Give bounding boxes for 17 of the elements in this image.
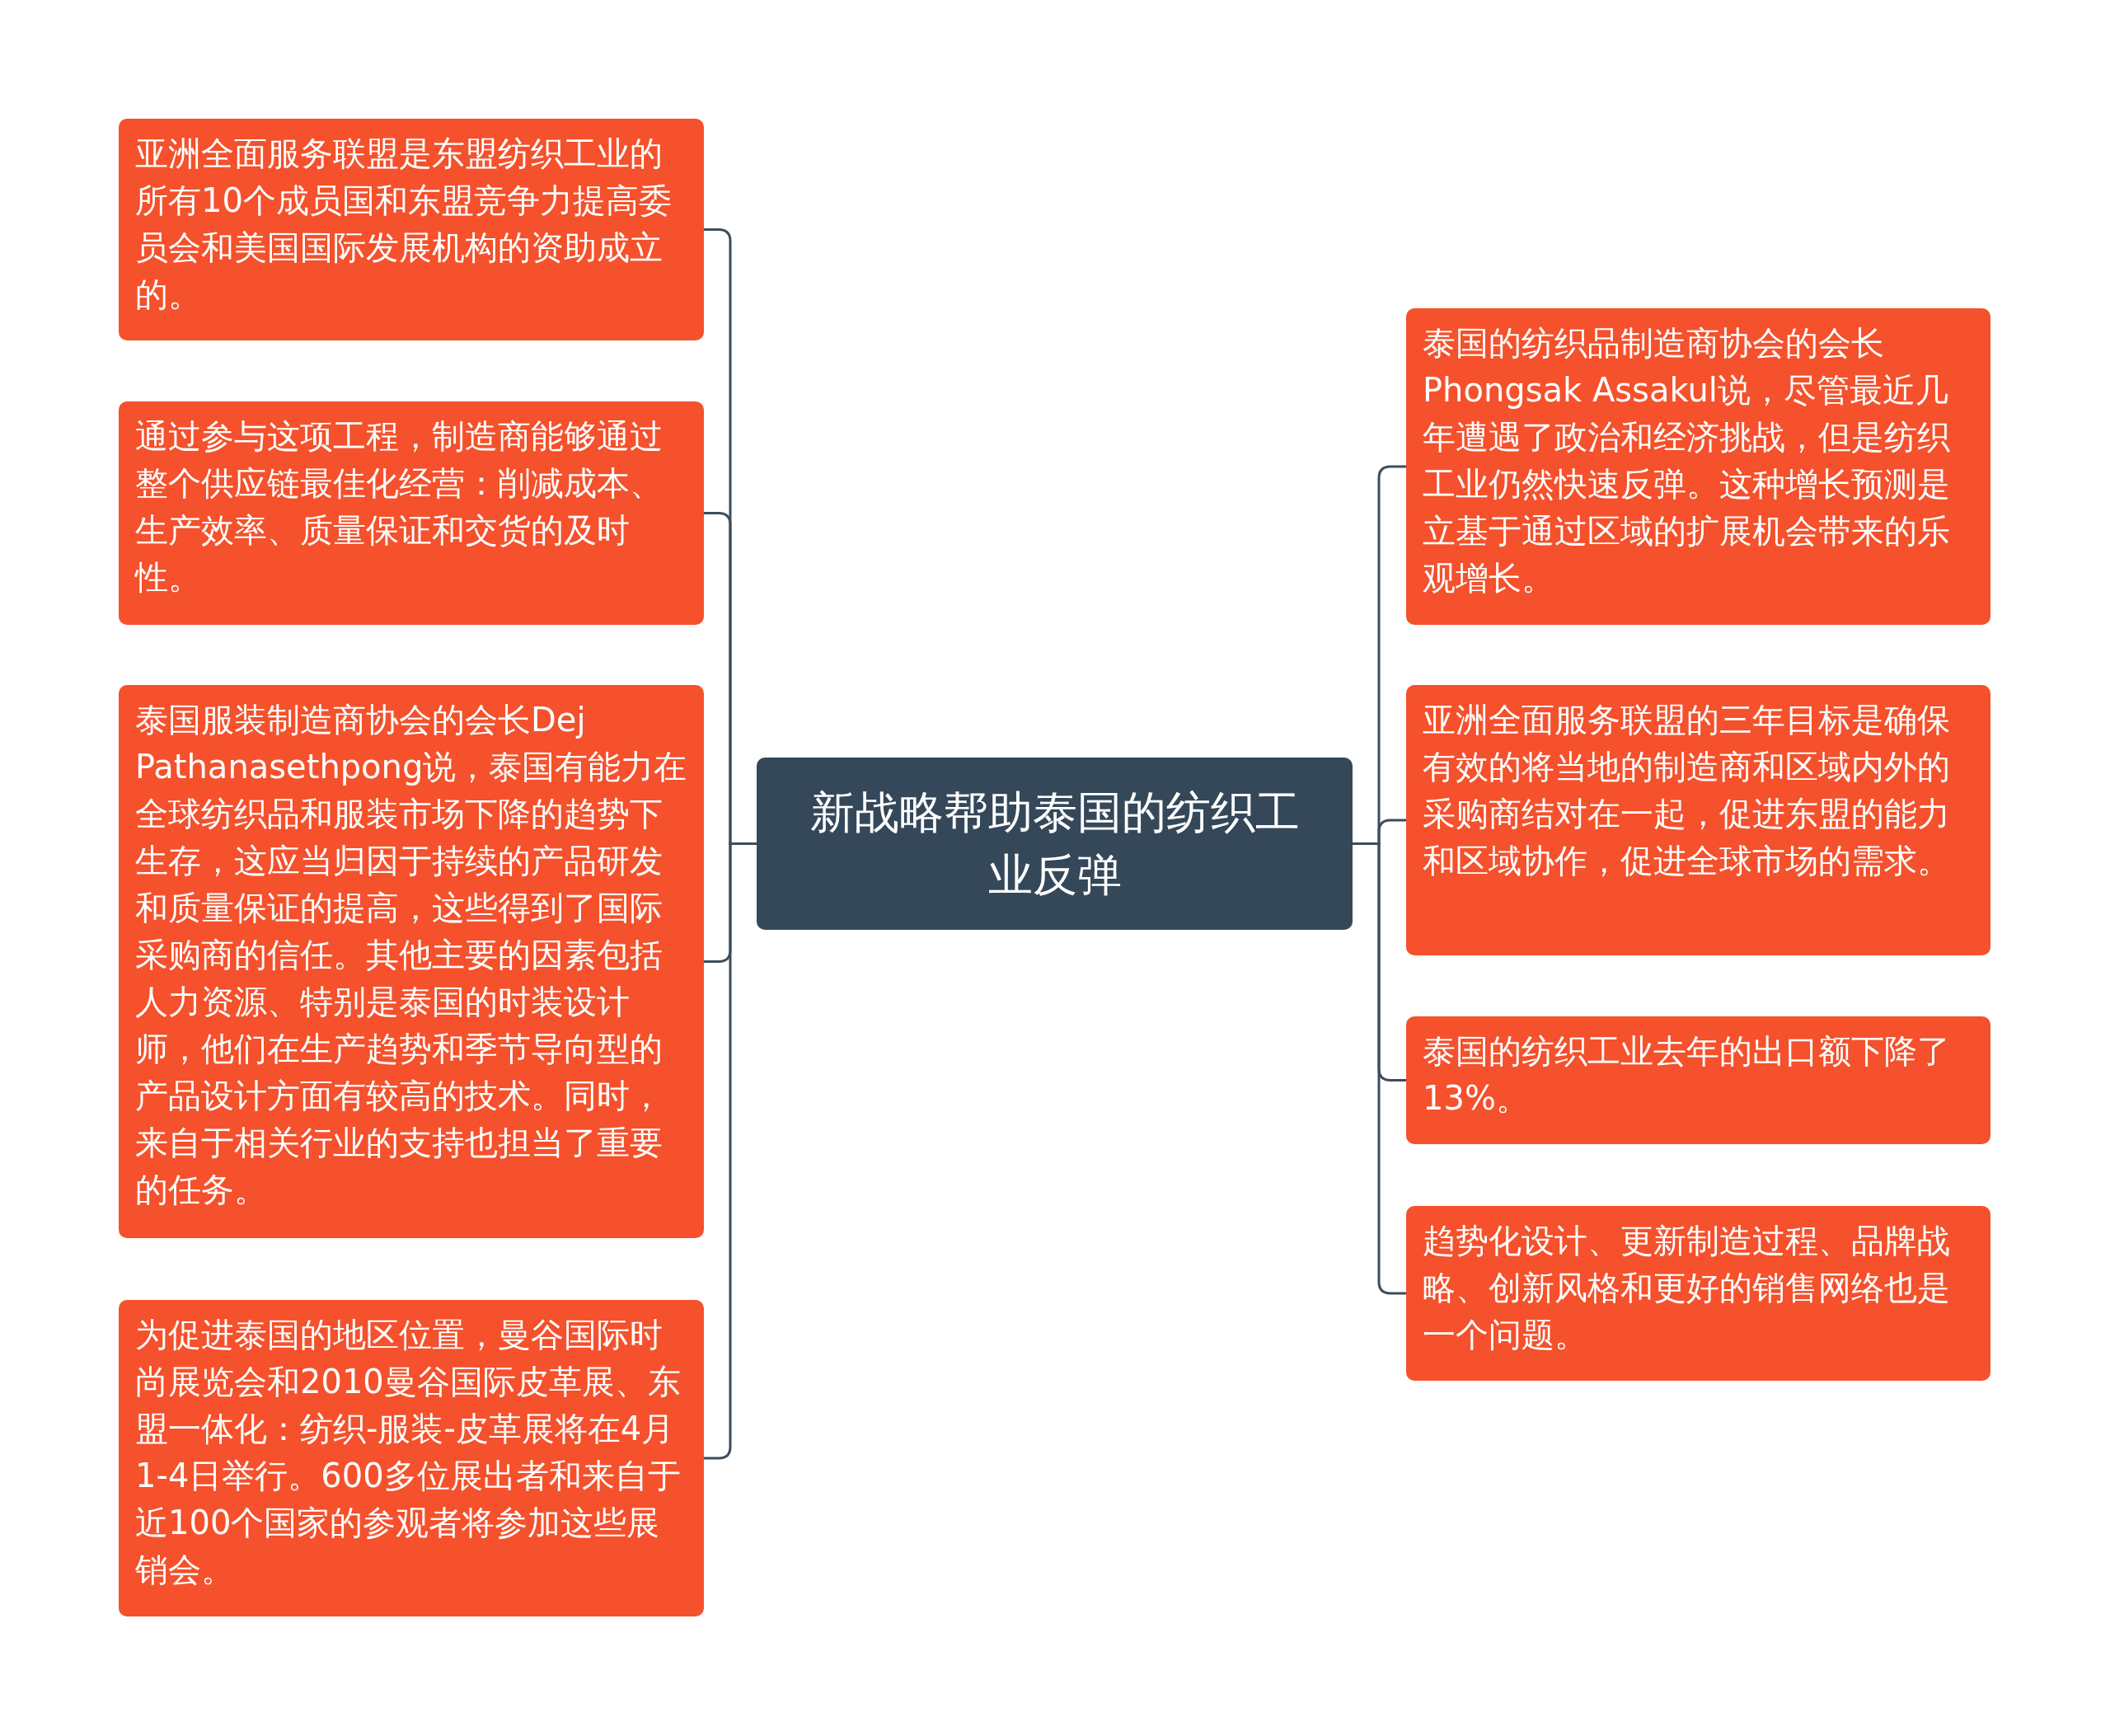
node-text: 通过参与这项工程，制造商能够通过整个供应链最佳化经营：削减成本、生产效率、质量保证和交货的及时性。: [135, 417, 663, 596]
note-box: [1406, 685, 1990, 955]
node-text: 为促进泰国的地区位置，曼谷国际时尚展览会和2010曼谷国际皮革展、东盟一体化：纺织-服装-皮革展将在4月1-4日举行。600多位展出者和来自于近100个国家的参观者将参加这些展销会。: [135, 1316, 681, 1588]
note-box: [119, 119, 704, 340]
node-text: 泰国的纺织工业去年的出口额下降了13%。: [1423, 1032, 1950, 1117]
note-box: [1406, 1016, 1990, 1144]
note-box: [1406, 1206, 1990, 1381]
node-text: 亚洲全面服务联盟是东盟纺织工业的所有10个成员国和东盟竞争力提高委员会和美国国际发展机构的资助成立的。: [135, 134, 672, 313]
node-text: 亚洲全面服务联盟的三年目标是确保有效的将当地的制造商和区域内外的采购商结对在一起，促进东盟的能力和区域协作，促进全球市场的需求。: [1423, 701, 1950, 880]
node-text: 新战略帮助泰国的纺织工业反弹: [809, 785, 1301, 903]
node-text: 泰国服装制造商协会的会长Dej Pathanasethpong说，泰国有能力在全球纺织品和服装市场下降的趋势下生存，这应当归因于持续的产品研发和质量保证的提高，这些得到了国际采购商的信任。其他主要的因素包括人力资源、特别是泰国的时装设计师，他们在生产趋势和季节导向型的产品设计方面有较高的技术。同时，来自于相关行业的支持也担当了重要的任务。: [135, 701, 687, 1208]
node-text: 趋势化设计、更新制造过程、品牌战略、创新风格和更好的销售网络也是一个问题。: [1423, 1222, 1950, 1354]
note-box: [119, 1300, 704, 1616]
topic-box: [757, 758, 1353, 930]
note-box: [1406, 308, 1990, 625]
node-text: 泰国的纺织品制造商协会的会长Phongsak Assakul说，尽管最近几年遭遇了政治和经济挑战，但是纺织工业仍然快速反弹。这种增长预测是立基于通过区域的扩展机会带来的乐观增长。: [1423, 324, 1950, 597]
note-box: [119, 401, 704, 625]
